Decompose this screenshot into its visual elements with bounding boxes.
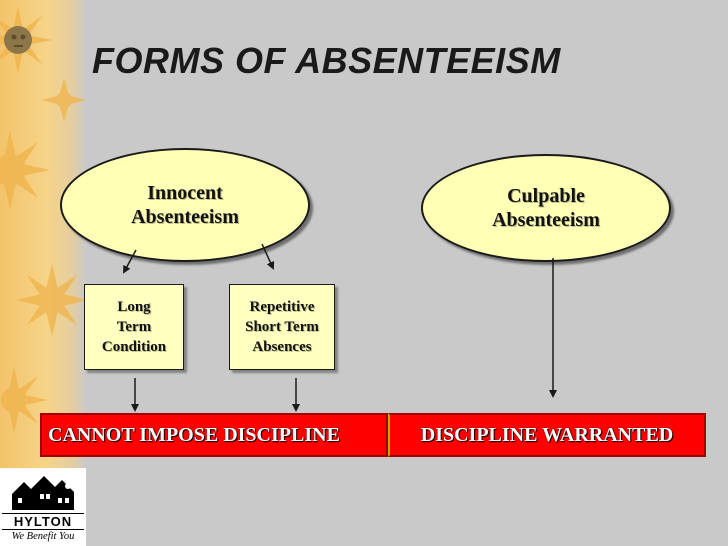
repetitive-short-term-label: Repetitive Short Term Absences: [245, 299, 319, 355]
repetitive-short-term-box: Repetitive Short Term Absences: [229, 284, 335, 370]
hylton-buildings-icon: [12, 476, 74, 510]
hylton-logo: HYLTON We Benefit You: [0, 468, 86, 546]
discipline-warranted-label: DISCIPLINE WARRANTED: [420, 423, 674, 446]
sun-pattern-icon: [0, 6, 86, 434]
long-term-condition-label: Long Term Condition: [101, 299, 167, 355]
slide-title: FORMS OF ABSENTEEISM: [92, 40, 561, 81]
long-term-condition-box: Long Term Condition: [84, 284, 184, 370]
arrow-innocent-to-repetitive: [261, 243, 275, 270]
discipline-warranted-banner: DISCIPLINE WARRANTED: [388, 413, 706, 457]
hylton-logo-name: HYLTON: [2, 513, 84, 530]
innocent-absenteeism-label: Innocent Absenteeism: [131, 182, 239, 228]
hylton-logo-tagline: We Benefit You: [11, 531, 75, 542]
innocent-absenteeism-node: Innocent Absenteeism: [60, 148, 310, 262]
arrow-innocent-to-long-term: [123, 249, 137, 274]
culpable-absenteeism-node: Culpable Absenteeism: [421, 154, 671, 262]
cannot-impose-discipline-label: CANNOT IMPOSE DISCIPLINE: [48, 423, 340, 446]
culpable-absenteeism-label: Culpable Absenteeism: [492, 185, 600, 231]
cannot-impose-discipline-banner: CANNOT IMPOSE DISCIPLINE: [40, 413, 388, 457]
